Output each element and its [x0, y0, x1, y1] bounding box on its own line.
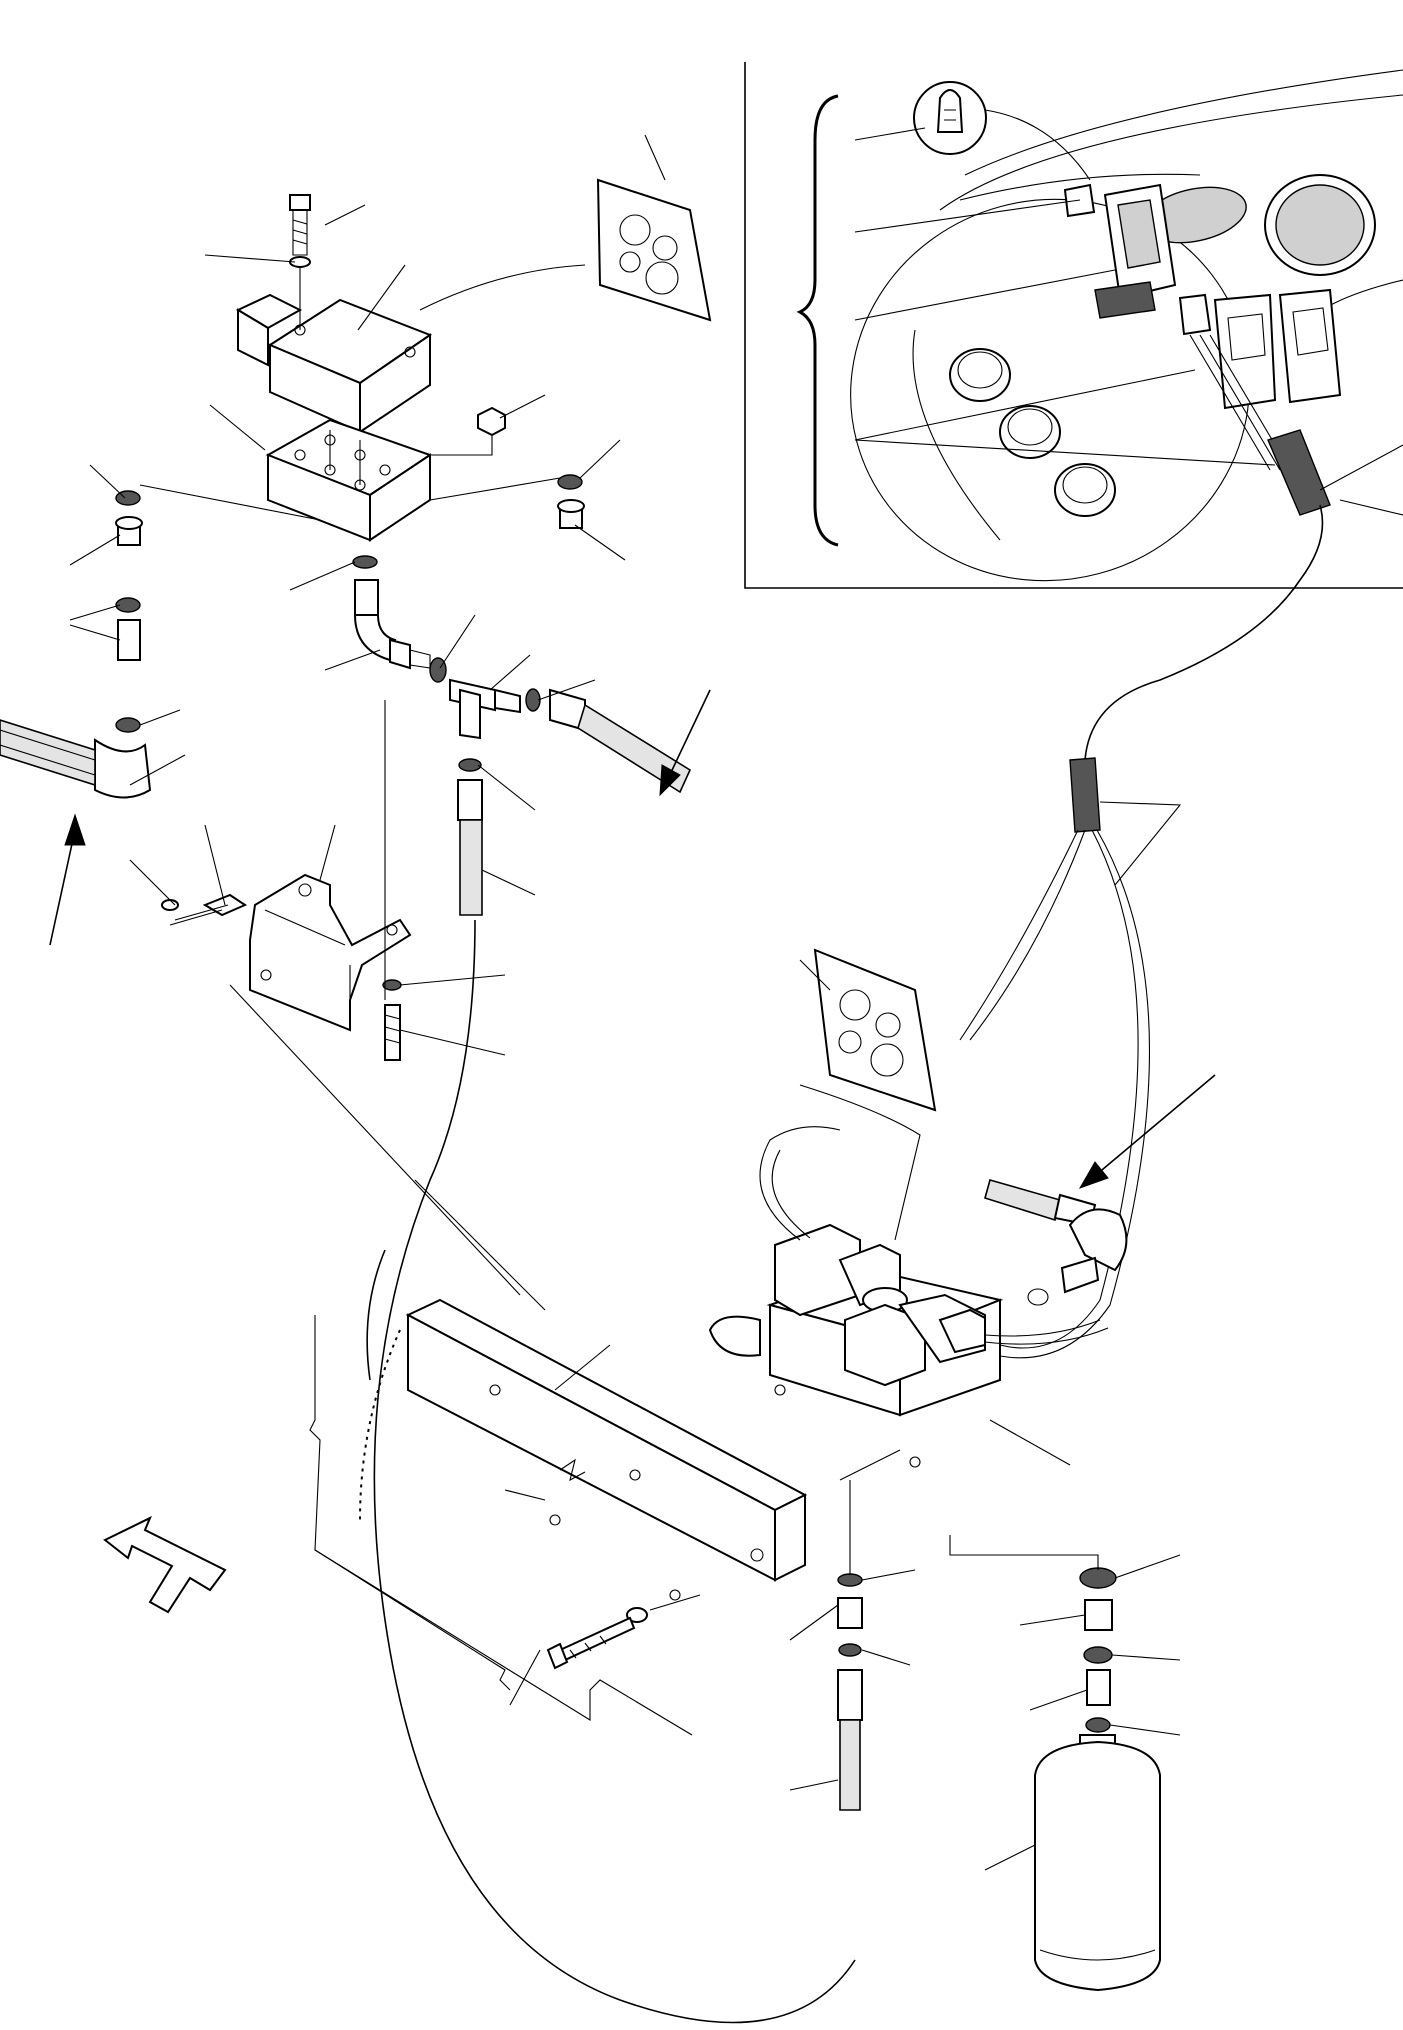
- seal-kit-lower: [799, 948, 937, 1241]
- valve-manifold-plate: [265, 418, 433, 542]
- elbow-fitting: [352, 555, 431, 670]
- routing-loop: [229, 919, 856, 2024]
- nut-small: [430, 406, 506, 456]
- inset-panel: [744, 62, 1403, 761]
- round-gauge: [1264, 174, 1376, 276]
- bracket-outline-lower: [309, 1315, 693, 1736]
- solenoid-valve-upper: [235, 293, 433, 434]
- mounting-bolt-lower: [546, 1594, 701, 1670]
- mounting-rail: [405, 1298, 808, 1582]
- plugs-and-washers: [115, 474, 585, 546]
- inset-leader-lines: [854, 127, 1403, 516]
- wire-harness: [1084, 334, 1331, 761]
- rocker-switches-bank: [1213, 288, 1342, 410]
- screw-top: [289, 194, 311, 330]
- solenoid-valve-lower: [708, 1126, 1109, 1468]
- bracket-bolts: [161, 893, 402, 1061]
- flow-arrow-right: [659, 689, 711, 797]
- rocker-switch: [1094, 183, 1177, 319]
- mounting-bracket-upper: [249, 873, 412, 1032]
- inset-frame: [744, 62, 1403, 589]
- inset-brace: [796, 94, 839, 547]
- indicator-bulb: [913, 81, 1091, 181]
- lower-elbow-hose: [984, 1179, 1128, 1306]
- lower-leader-lines: [509, 1344, 1181, 1871]
- lower-fittings-column: [837, 1449, 901, 1811]
- flow-arrow-lower: [1078, 1074, 1216, 1189]
- hose-assemblies: [0, 597, 692, 916]
- tee-fitting: [429, 657, 541, 740]
- front-direction-arrow: [103, 1515, 227, 1614]
- flow-arrow-left: [49, 813, 86, 946]
- accumulator: [949, 1535, 1161, 1992]
- round-buttons: [949, 348, 1116, 517]
- upper-leader-lines: [69, 134, 666, 1056]
- seal-kit-upper: [419, 178, 712, 322]
